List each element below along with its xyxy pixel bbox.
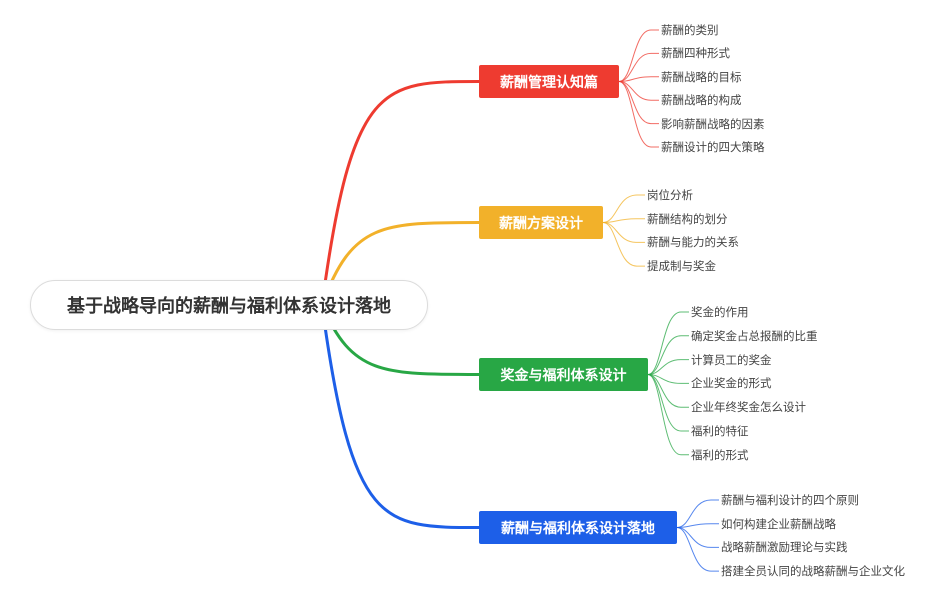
leaf-connector: [676, 523, 719, 528]
subtopic-item[interactable]: 岗位分析: [647, 188, 693, 202]
leaf-connector: [618, 76, 659, 82]
branch-connector: [320, 304, 480, 529]
branch-topic[interactable]: 薪酬管理认知篇: [479, 65, 619, 98]
branch-connector: [320, 221, 480, 306]
subtopic-item[interactable]: 提成制与奖金: [647, 259, 716, 274]
leaf-connector: [647, 374, 689, 408]
subtopic-item[interactable]: 薪酬四种形式: [661, 46, 730, 61]
leaf-connector: [647, 374, 689, 384]
subtopic-item[interactable]: 薪酬的类别: [661, 23, 719, 37]
subtopic-item[interactable]: 影响薪酬战略的因素: [661, 116, 765, 131]
subtopic-item[interactable]: 薪酬结构的划分: [647, 211, 728, 226]
subtopic-item[interactable]: 薪酬战略的目标: [661, 69, 742, 84]
subtopic-item[interactable]: 企业奖金的形式: [691, 376, 772, 391]
leaf-connector: [602, 222, 645, 267]
leaf-connector: [647, 374, 689, 456]
leaf-connector: [647, 311, 689, 375]
central-topic[interactable]: 基于战略导向的薪酬与福利体系设计落地: [30, 280, 428, 330]
branch-topic[interactable]: 薪酬方案设计: [479, 206, 603, 239]
subtopic-item[interactable]: 奖金的作用: [691, 305, 749, 319]
subtopic-item[interactable]: 如何构建企业薪酬战略: [721, 516, 836, 531]
subtopic-item[interactable]: 薪酬战略的构成: [661, 93, 742, 108]
leaf-connector: [602, 194, 645, 223]
leaf-connector: [676, 499, 719, 528]
subtopic-item[interactable]: 战略薪酬激励理论与实践: [721, 540, 848, 555]
leaf-connector: [602, 218, 645, 223]
subtopic-item[interactable]: 确定奖金占总报酬的比重: [691, 328, 818, 343]
subtopic-item[interactable]: 福利的特征: [691, 424, 749, 438]
leaf-connector: [647, 335, 689, 375]
branch-topic[interactable]: 薪酬与福利体系设计落地: [479, 511, 677, 544]
branch-connector: [320, 80, 480, 306]
leaf-connector: [618, 29, 659, 82]
subtopic-item[interactable]: 薪酬与福利设计的四个原则: [721, 493, 859, 507]
leaf-connector: [618, 81, 659, 148]
leaf-connector: [676, 527, 719, 572]
subtopic-item[interactable]: 薪酬与能力的关系: [647, 235, 739, 250]
subtopic-item[interactable]: 计算员工的奖金: [691, 352, 772, 367]
subtopic-item[interactable]: 福利的形式: [691, 447, 749, 462]
subtopic-item[interactable]: 企业年终奖金怎么设计: [691, 400, 806, 415]
leaf-connector: [647, 359, 689, 375]
subtopic-item[interactable]: 搭建全员认同的战略薪酬与企业文化: [721, 564, 905, 579]
leaf-connector: [618, 52, 659, 82]
leaf-connector: [618, 81, 659, 125]
subtopic-item[interactable]: 薪酬设计的四大策略: [661, 140, 765, 154]
branch-topic[interactable]: 奖金与福利体系设计: [479, 358, 648, 391]
